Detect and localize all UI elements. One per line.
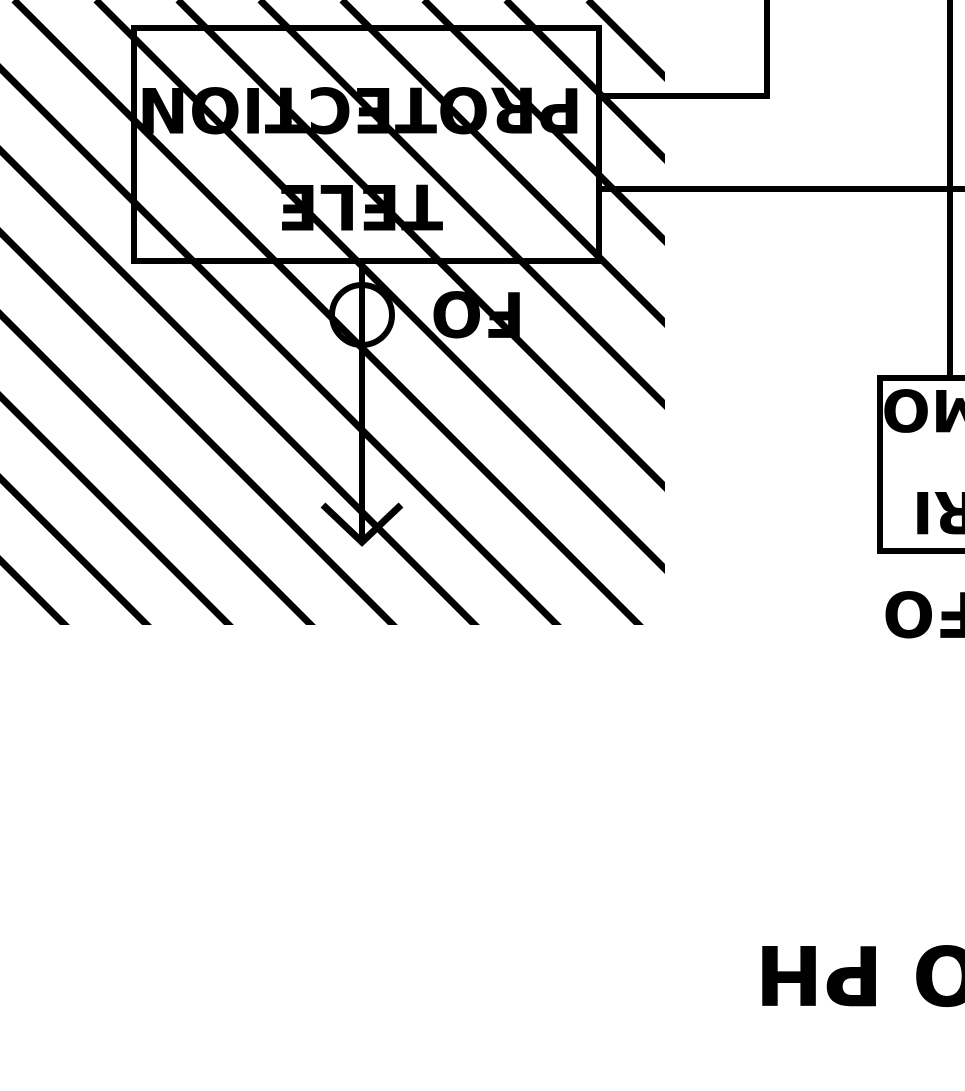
hatch-line xyxy=(421,0,665,246)
fo-label: FO xyxy=(430,277,525,350)
right-fo-label: FO xyxy=(882,577,965,650)
hatch-line xyxy=(0,391,234,625)
hatch-line xyxy=(0,227,398,625)
hatch-line xyxy=(257,0,665,410)
bottom-label: AO PH xyxy=(755,926,965,1021)
hatch-line xyxy=(339,0,665,328)
fo-circle-icon xyxy=(329,282,395,348)
hatch-line xyxy=(0,309,316,625)
hatch-line xyxy=(503,0,665,164)
right-box-line1: MO xyxy=(881,376,965,444)
hatched-region xyxy=(0,0,665,625)
right-box xyxy=(877,375,965,554)
hatch-line xyxy=(0,473,152,625)
hatch-line xyxy=(0,145,480,625)
right-box-line2: RI xyxy=(912,478,965,546)
wire-top xyxy=(599,0,770,99)
hatch-line xyxy=(0,63,562,625)
arrow-down-icon xyxy=(320,502,404,547)
protection-box xyxy=(131,25,602,264)
hatch-line xyxy=(175,0,665,492)
protection-box-line2: TELE xyxy=(277,170,444,243)
hatch-line xyxy=(11,0,644,625)
hatch-line xyxy=(93,0,665,574)
protection-box-line1: PROTECTION xyxy=(137,73,583,146)
